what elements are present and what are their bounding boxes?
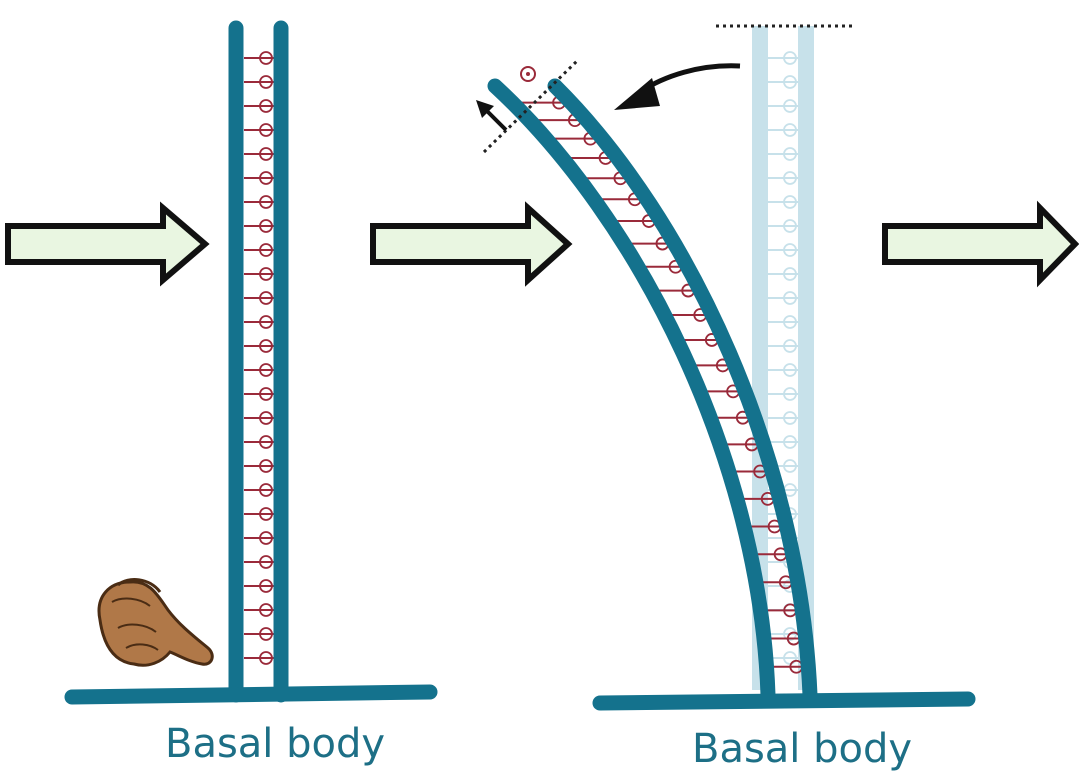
faded-dynein-link	[768, 76, 798, 88]
faded-dynein-link	[768, 412, 798, 424]
dynein-link	[244, 364, 274, 376]
faded-dynein-link	[768, 388, 798, 400]
faded-dynein-link	[768, 316, 798, 328]
slide-arrow-icon	[476, 100, 506, 130]
dynein-link	[244, 76, 274, 88]
dynein-links	[244, 52, 274, 664]
dynein-link	[244, 484, 274, 496]
dynein-link	[244, 580, 274, 592]
dynein-link	[244, 340, 274, 352]
dynein-link	[244, 532, 274, 544]
panel-bent: Basal body	[476, 26, 968, 772]
right-arrow-icon	[885, 208, 1075, 280]
dynein-link	[244, 412, 274, 424]
dynein-link	[244, 268, 274, 280]
dynein-link	[773, 661, 805, 673]
dynein-link	[244, 628, 274, 640]
dynein-link	[244, 388, 274, 400]
dynein-link	[244, 220, 274, 232]
faded-dynein-link	[768, 196, 798, 208]
pointing-hand-icon	[99, 580, 212, 666]
dynein-link	[244, 244, 274, 256]
faded-dynein-link	[768, 52, 798, 64]
flow-arrow-3	[885, 208, 1075, 280]
curved-arrow-icon	[614, 66, 740, 110]
right-arrow-icon	[373, 208, 568, 280]
faded-dynein-link	[768, 172, 798, 184]
right-arrow-icon	[8, 208, 205, 280]
dynein-link	[244, 100, 274, 112]
dynein-link	[244, 508, 274, 520]
faded-dynein-link	[768, 124, 798, 136]
faded-dynein-link	[768, 436, 798, 448]
dynein-link	[766, 604, 798, 616]
basal-body-plate	[600, 699, 968, 703]
dynein-link	[244, 196, 274, 208]
dynein-link	[244, 124, 274, 136]
faded-dynein-link	[768, 100, 798, 112]
dynein-link	[244, 556, 274, 568]
faded-dynein-link	[768, 148, 798, 160]
dynein-link	[244, 436, 274, 448]
flow-arrow-2	[373, 208, 568, 280]
dynein-link	[244, 52, 274, 64]
basal-body-label: Basal body	[165, 721, 385, 767]
faded-dynein-link	[768, 244, 798, 256]
dynein-link	[244, 652, 274, 664]
basal-body-label: Basal body	[692, 726, 912, 772]
dynein-link	[244, 172, 274, 184]
dynein-link	[244, 148, 274, 160]
dynein-link	[244, 460, 274, 472]
dynein-link	[244, 316, 274, 328]
faded-dynein-link	[768, 268, 798, 280]
panel-straight: Basal body	[72, 28, 430, 767]
basal-body-plate	[72, 692, 430, 697]
faded-dynein-link	[768, 364, 798, 376]
dynein-link	[244, 292, 274, 304]
flow-arrow-1	[8, 208, 205, 280]
dynein-link	[244, 604, 274, 616]
faded-dynein-link	[768, 340, 798, 352]
faded-dynein-link	[768, 220, 798, 232]
faded-dynein-link	[768, 292, 798, 304]
